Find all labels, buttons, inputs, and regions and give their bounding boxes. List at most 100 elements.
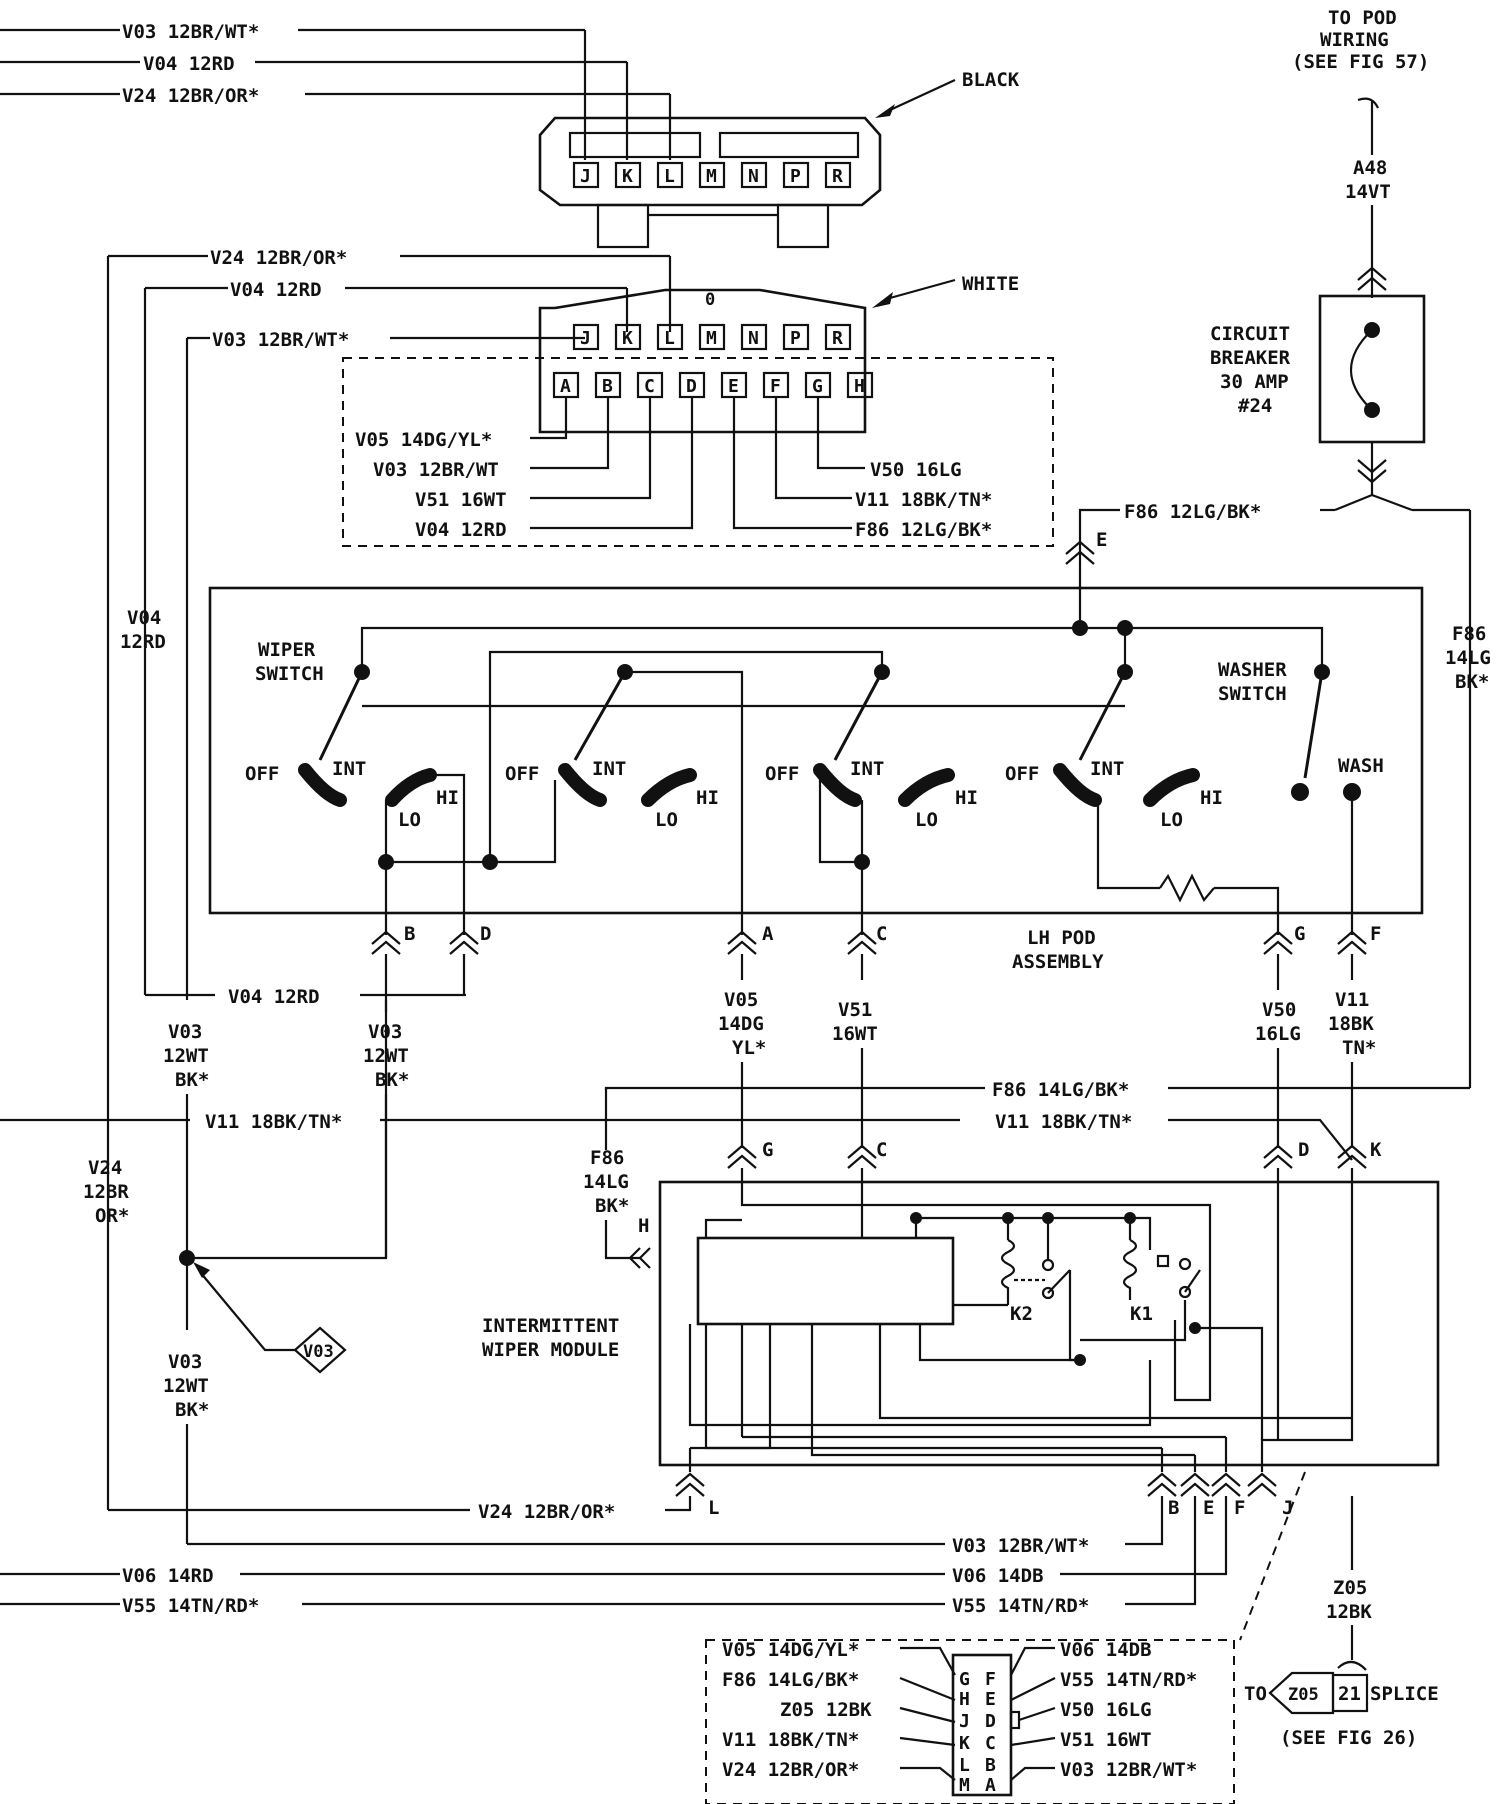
splice-ref: V03 bbox=[303, 1342, 334, 1362]
pin: J bbox=[580, 166, 591, 187]
wire-label: V03 bbox=[368, 1021, 402, 1043]
wire-label: V51 bbox=[838, 999, 872, 1021]
pin: G bbox=[959, 1669, 970, 1690]
connector-wire-label: V50 16LG bbox=[1060, 1699, 1152, 1721]
lh-pod-label: ASSEMBLY bbox=[1012, 951, 1104, 973]
connector-wire-label: Z05 12BK bbox=[780, 1699, 872, 1721]
pod-wiring-label: TO POD bbox=[1328, 7, 1397, 29]
connector-color-label: WHITE bbox=[962, 273, 1019, 295]
wire-label: V03 bbox=[168, 1021, 202, 1043]
wire-label: V55 14TN/RD* bbox=[952, 1595, 1089, 1617]
wire-label: BK* bbox=[595, 1195, 629, 1217]
wiper-switch-label: WIPER bbox=[258, 639, 316, 661]
wire-label: V24 12BR/OR* bbox=[478, 1501, 615, 1523]
connector-wire-label: F86 14LG/BK* bbox=[722, 1669, 859, 1691]
module-connector-detail: G F H E J D K C L B M A V05 14DG/YL* F86… bbox=[705, 1639, 1235, 1804]
wire-label: V04 bbox=[127, 607, 161, 629]
pin: C bbox=[644, 376, 655, 397]
washer-switch-label: SWITCH bbox=[1218, 683, 1287, 705]
wire-label: Z05 bbox=[1333, 1577, 1367, 1599]
lh-pod-assembly: WIPER SWITCH WASHER SWITCH OFF INT LO HI bbox=[208, 586, 1424, 973]
intermittent-wiper-module: INTERMITTENT WIPER MODULE G C D K K2 bbox=[482, 1139, 1440, 1519]
splice-code: Z05 bbox=[1288, 1685, 1319, 1705]
pin: N bbox=[748, 328, 759, 349]
wire-label: BK* bbox=[1455, 671, 1489, 693]
svg-text:0: 0 bbox=[705, 290, 715, 310]
splice-see: (SEE FIG 26) bbox=[1280, 1727, 1417, 1749]
position-label: LO bbox=[398, 809, 421, 831]
pod-wiring-ref: TO POD WIRING (SEE FIG 57) A48 14VT bbox=[1292, 7, 1429, 298]
wiper-switch-label: SWITCH bbox=[255, 663, 324, 685]
wire-label: 12WT bbox=[163, 1045, 209, 1067]
module-feed-wires: F86 14LG/BK* V11 18BK/TN* F86 14LG BK* H bbox=[583, 1079, 1470, 1269]
wire-label: 12BR bbox=[83, 1181, 129, 1203]
position-label: OFF bbox=[765, 763, 799, 785]
pod-wiring-label: WIRING bbox=[1320, 29, 1389, 51]
wire-label: V04 12RD bbox=[228, 986, 320, 1008]
wire-label: 14DG bbox=[718, 1013, 764, 1035]
pin: N bbox=[748, 166, 759, 187]
white-connector: V24 12BR/OR* V04 12RD V03 12BR/WT* 0 J K… bbox=[108, 247, 1054, 547]
connector-wire-label: V06 14DB bbox=[1060, 1639, 1152, 1661]
wire-label: V03 12BR/WT* bbox=[212, 329, 349, 351]
wire-label: V06 14RD bbox=[122, 1565, 214, 1587]
splice-label: SPLICE bbox=[1370, 1683, 1439, 1705]
wire-label: BK* bbox=[375, 1069, 409, 1091]
white-pins-bottom: A B C D E F G H bbox=[552, 371, 874, 399]
connector-wire-label: V55 14TN/RD* bbox=[1060, 1669, 1197, 1691]
breaker-label: 30 AMP bbox=[1220, 371, 1289, 393]
wire-label: V03 bbox=[168, 1351, 202, 1373]
wire-label: V50 16LG bbox=[870, 459, 962, 481]
wire-label: V11 18BK/TN* bbox=[855, 489, 992, 511]
wire-label: F86 12LG/BK* bbox=[855, 519, 992, 541]
wire-label: TN* bbox=[1342, 1037, 1376, 1059]
position-label: OFF bbox=[1005, 763, 1039, 785]
wire-label: V03 12BR/WT bbox=[373, 459, 499, 481]
wire-label: F86 12LG/BK* bbox=[1124, 501, 1261, 523]
pin-label: B bbox=[404, 923, 415, 945]
module-label: INTERMITTENT bbox=[482, 1315, 619, 1337]
position-label: INT bbox=[1090, 758, 1124, 780]
pin: R bbox=[832, 166, 843, 187]
splice-to: TO bbox=[1244, 1683, 1267, 1705]
wire-label: 12RD bbox=[120, 631, 166, 653]
pin: L bbox=[959, 1755, 970, 1776]
pin: F bbox=[770, 376, 781, 397]
pin-label: E bbox=[1203, 1497, 1214, 1519]
connector-wire-label: V05 14DG/YL* bbox=[722, 1639, 859, 1661]
wire-label: A48 bbox=[1353, 157, 1387, 179]
pin: B bbox=[985, 1755, 996, 1776]
pin: M bbox=[706, 328, 717, 349]
pin-label: K bbox=[1370, 1139, 1382, 1161]
connector-wire-label: V51 16WT bbox=[1060, 1729, 1152, 1751]
position-label: HI bbox=[1200, 787, 1223, 809]
pin: J bbox=[580, 328, 591, 349]
module-label: WIPER MODULE bbox=[482, 1339, 619, 1361]
position-label: LO bbox=[915, 809, 938, 831]
connector-color-label: BLACK bbox=[962, 69, 1020, 91]
wire-label: V50 bbox=[1262, 999, 1296, 1021]
position-label: HI bbox=[436, 787, 459, 809]
washer-switch-label: WASHER bbox=[1218, 659, 1287, 681]
pin: M bbox=[959, 1775, 970, 1796]
breaker-label: BREAKER bbox=[1210, 347, 1291, 369]
wire-label: 16WT bbox=[832, 1023, 878, 1045]
black-pins: J K L M N P R bbox=[572, 161, 852, 189]
pin: C bbox=[985, 1733, 996, 1754]
wire-label: 14VT bbox=[1345, 181, 1391, 203]
wire-label: V11 bbox=[1335, 989, 1369, 1011]
pin: B bbox=[602, 376, 613, 397]
pin-label: G bbox=[762, 1139, 773, 1161]
pin: F bbox=[985, 1669, 996, 1690]
pin: D bbox=[985, 1711, 996, 1732]
wire-label: V11 18BK/TN* bbox=[205, 1111, 342, 1133]
position-label: INT bbox=[332, 758, 366, 780]
breaker-label: CIRCUIT bbox=[1210, 323, 1290, 345]
pin: G bbox=[812, 376, 823, 397]
pod-terminals: B D A C G F V03 12WT BK* V05 14DG YL* V5… bbox=[363, 923, 1381, 1258]
pin: K bbox=[622, 166, 633, 187]
pin-label: H bbox=[638, 1215, 649, 1237]
position-label: OFF bbox=[505, 763, 539, 785]
pin: D bbox=[686, 376, 697, 397]
